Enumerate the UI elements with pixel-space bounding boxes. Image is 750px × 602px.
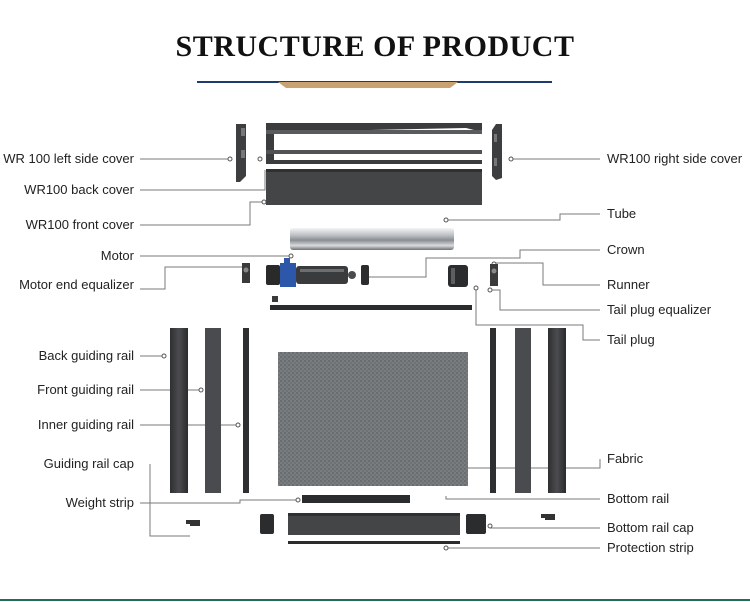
left-labels: WR 100 left side cover WR100 back cover … [3,151,134,510]
leader-lines [140,158,601,549]
label-inner-guiding-rail: Inner guiding rail [38,417,134,432]
left-side-cover-part [236,124,246,182]
protection-strip-part [288,541,460,544]
label-front-guiding-rail: Front guiding rail [37,382,134,397]
page-title: STRUCTURE OF PRODUCT [175,30,575,63]
label-wr100-left-side-cover: WR 100 left side cover [3,151,134,166]
label-weight-strip: Weight strip [66,495,134,510]
label-bottom-rail-cap: Bottom rail cap [607,520,694,535]
right-side-cover-part [492,124,502,180]
label-fabric: Fabric [607,451,644,466]
label-wr100-right-side-cover: WR100 right side cover [607,151,743,166]
right-labels: WR100 right side cover Tube Crown Runner… [607,151,743,555]
fabric-part [278,352,468,486]
label-protection-strip: Protection strip [607,540,694,555]
guiding-rail-cap-part [186,514,555,526]
title-underline [197,81,552,88]
label-tube: Tube [607,206,636,221]
right-guiding-rails [490,328,566,493]
left-guiding-rails [170,328,249,493]
bottom-rail-part [260,513,486,535]
crown-part [361,265,369,285]
motor-end-equalizer-part [242,263,250,283]
label-tail-plug-equalizer: Tail plug equalizer [607,302,712,317]
motor-part [266,258,356,287]
runner-part [448,265,468,287]
label-bottom-rail: Bottom rail [607,491,669,506]
label-motor: Motor [101,248,135,263]
tube-part [290,228,454,250]
label-wr100-front-cover: WR100 front cover [26,217,135,232]
label-guiding-rail-cap: Guiding rail cap [44,456,134,471]
label-tail-plug: Tail plug [607,332,655,347]
weight-strip-part [302,495,410,503]
label-back-guiding-rail: Back guiding rail [39,348,134,363]
motor-bar-strip [270,296,472,310]
tail-plug-equalizer-part [490,264,498,286]
back-cover-part [266,123,482,164]
label-wr100-back-cover: WR100 back cover [24,182,134,197]
label-motor-end-equalizer: Motor end equalizer [19,277,135,292]
label-runner: Runner [607,277,650,292]
label-crown: Crown [607,242,645,257]
front-cover-part [266,169,482,205]
